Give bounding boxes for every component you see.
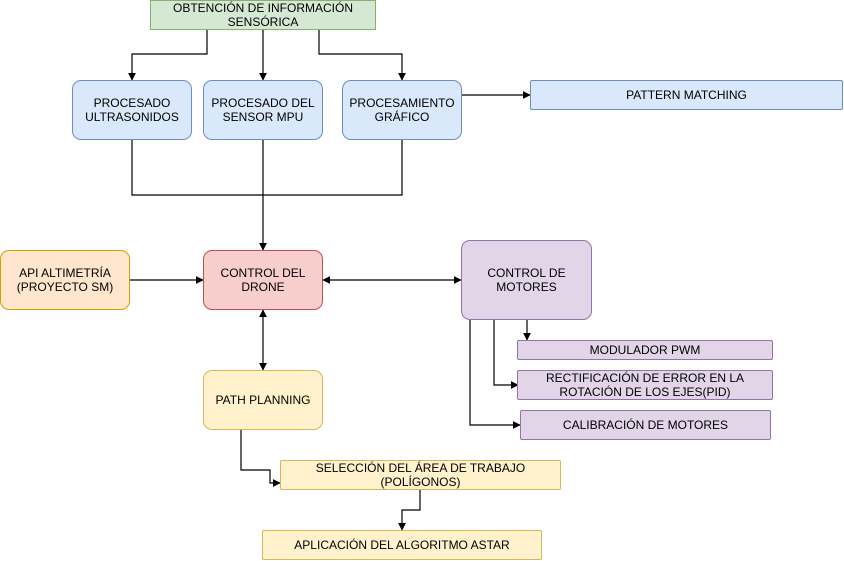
edge-seleccion-astar xyxy=(398,490,421,531)
node-algoritmo-astar: APLICACIÓN DEL ALGORITMO ASTAR xyxy=(262,530,542,560)
edge-motores-pid xyxy=(493,320,519,389)
edge-obtencion-ultrasonidos xyxy=(128,30,208,81)
edge-motores-calibracion xyxy=(469,320,521,429)
node-api-altimetria: API ALTIMETRÍA (PROYECTO SM) xyxy=(0,250,130,310)
edge-ultrasonidos-drone xyxy=(131,140,263,196)
node-pattern-matching: PATTERN MATCHING xyxy=(530,80,843,110)
edge-grafico-drone xyxy=(263,140,403,196)
edge-obtencion-grafico xyxy=(318,30,406,81)
node-calibracion-motores: CALIBRACIÓN DE MOTORES xyxy=(520,410,771,440)
node-path-planning: PATH PLANNING xyxy=(203,370,323,430)
node-procesado-sensor-mpu: PROCESADO DEL SENSOR MPU xyxy=(203,80,323,140)
edge-path-seleccion xyxy=(240,430,281,487)
node-control-de-motores: CONTROL DE MOTORES xyxy=(461,240,592,320)
node-procesamiento-grafico: PROCESAMIENTO GRÁFICO xyxy=(342,80,462,140)
node-rectificacion-error-pid: RECTIFICACIÓN DE ERROR EN LA ROTACIÓN DE… xyxy=(517,370,773,400)
node-control-del-drone: CONTROL DEL DRONE xyxy=(203,250,323,310)
node-procesado-ultrasonidos: PROCESADO ULTRASONIDOS xyxy=(72,80,192,140)
node-obtencion-informacion-sensorica: OBTENCIÓN DE INFORMACIÓN SENSÓRICA xyxy=(150,0,376,30)
node-modulador-pwm: MODULADOR PWM xyxy=(517,340,773,360)
node-seleccion-area-trabajo: SELECCIÓN DEL ÁREA DE TRABAJO (POLÍGONOS… xyxy=(280,460,561,490)
